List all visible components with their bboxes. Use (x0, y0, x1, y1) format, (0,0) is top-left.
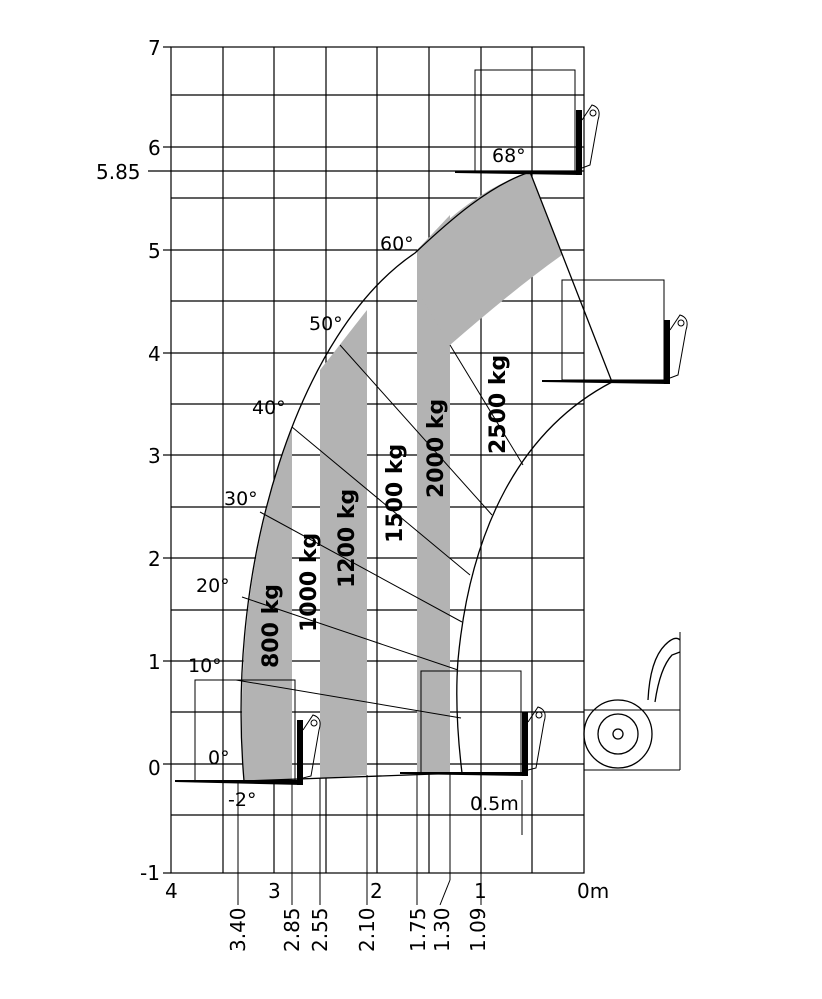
reach-label: 2.85 (280, 907, 304, 952)
x-tick-label: 3 (268, 879, 281, 903)
reach-label: 1.75 (406, 907, 430, 952)
reach-label: 3.40 (226, 907, 250, 952)
machine-front (583, 632, 681, 771)
band-1200kg (320, 310, 367, 778)
reach-label: 1.09 (466, 907, 490, 952)
y-axis-labels: 7 6 5 4 3 2 1 0 -1 5.85 (96, 36, 161, 885)
y-tick-label: 5 (148, 239, 161, 263)
band-2500kg-top (417, 172, 562, 345)
angle-label: -2° (228, 789, 256, 811)
angle-label: 0° (208, 747, 230, 769)
reach-markers (237, 773, 523, 906)
band-800kg (241, 427, 292, 781)
shaded-bands (241, 172, 562, 781)
capacity-label: 1500 kg (383, 444, 408, 543)
capacity-label: 2000 kg (424, 399, 449, 498)
angle-label: 68° (492, 145, 526, 167)
capacity-labels: 800 kg 1000 kg 1200 kg 1500 kg 2000 kg 2… (259, 355, 511, 668)
wheel-icon (583, 699, 653, 769)
capacity-label: 1000 kg (297, 533, 322, 632)
x-axis-labels: 4 3 2 1 0m (165, 879, 609, 903)
y-tick-label: 2 (148, 547, 161, 571)
y-tick-label: 6 (148, 136, 161, 160)
band-2000kg (417, 215, 450, 773)
angle-label: 40° (252, 397, 286, 419)
capacity-label: 1200 kg (335, 489, 360, 588)
fork-carriages (175, 69, 688, 785)
reach-label: 2.10 (355, 907, 379, 952)
x-tick-label: 0m (577, 879, 609, 903)
capacity-label: 800 kg (259, 584, 284, 668)
zone-dividers (235, 344, 524, 719)
reach-label: 2.55 (308, 907, 332, 952)
y-tick-label: 1 (148, 650, 161, 674)
capacity-label: 2500 kg (486, 355, 511, 454)
y-tick-label: -1 (140, 861, 160, 885)
reach-labels: 3.40 2.85 2.55 2.10 1.75 1.30 1.09 (226, 907, 490, 952)
x-tick-label: 4 (165, 879, 178, 903)
y-tick-label: 0 (148, 756, 161, 780)
y-tick-label: 3 (148, 444, 161, 468)
angle-label: 50° (309, 313, 343, 335)
fork-offset-label: 0.5m (470, 793, 519, 815)
angle-label: 20° (196, 575, 230, 597)
y-tick-label: 4 (148, 342, 161, 366)
angle-labels: 68° 60° 50° 40° 30° 20° 10° 0° -2° (188, 145, 526, 811)
y-tick-label: 7 (148, 36, 161, 60)
angle-label: 10° (188, 655, 222, 677)
max-height-label: 5.85 (96, 160, 141, 184)
reach-label: 1.30 (430, 907, 454, 952)
x-tick-label: 1 (474, 879, 487, 903)
angle-label: 60° (380, 233, 414, 255)
x-tick-label: 2 (370, 879, 383, 903)
angle-guides (188, 403, 262, 765)
angle-label: 30° (224, 488, 258, 510)
